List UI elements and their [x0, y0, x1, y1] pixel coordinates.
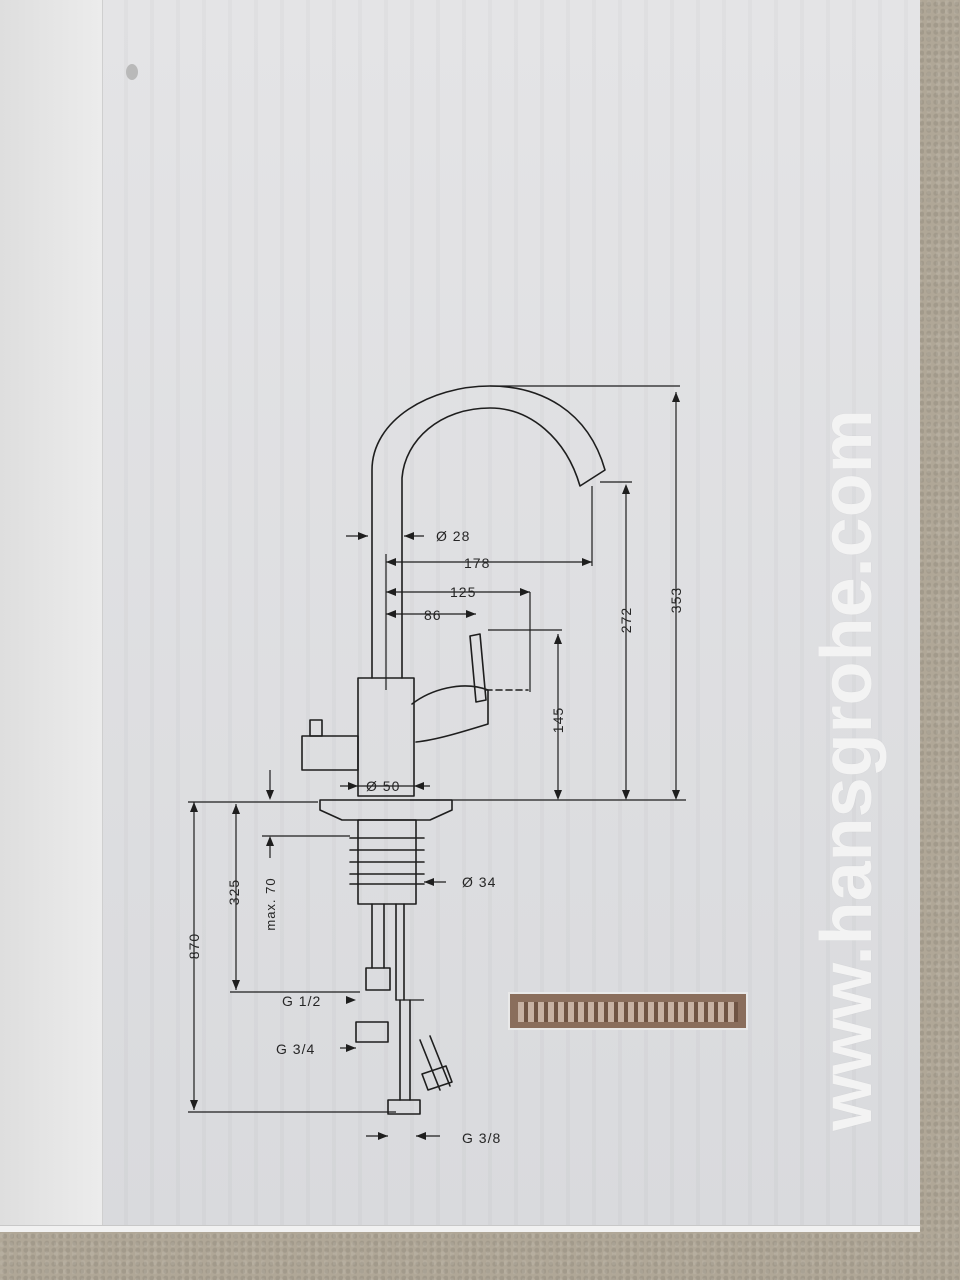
- dim-353: 353: [668, 586, 684, 614]
- spout-outline: [371, 385, 606, 679]
- hose-down: [399, 999, 411, 1101]
- hose-lines: [371, 903, 405, 1001]
- popup-knob-body: [301, 735, 359, 771]
- dim-base-diameter: Ø 50: [366, 778, 401, 794]
- dim-125: 125: [450, 584, 477, 600]
- dim-870: 870: [186, 932, 202, 960]
- dim-272: 272: [618, 606, 634, 634]
- dim-g34: G 3/4: [276, 1041, 316, 1057]
- box-window-contents: [518, 1002, 738, 1022]
- hose-fitting-right: [421, 1065, 453, 1091]
- box-bottom-edge: [0, 1225, 920, 1232]
- handle-base: [411, 685, 489, 743]
- lever: [469, 633, 487, 703]
- hose-fitting-g38: [387, 1099, 421, 1115]
- dim-reach-178: 178: [464, 555, 491, 571]
- hose-fitting-g34: [355, 1021, 389, 1043]
- dim-145: 145: [550, 706, 566, 734]
- popup-knob-pin: [309, 719, 323, 737]
- dim-max-70: max. 70: [263, 877, 278, 931]
- dim-g12: G 1/2: [282, 993, 322, 1009]
- product-box: [0, 0, 920, 1232]
- base-plate: [319, 799, 453, 821]
- box-window: [508, 992, 748, 1030]
- hose-side: [419, 1035, 451, 1091]
- dim-325: 325: [226, 878, 242, 906]
- threaded-shank: [357, 819, 417, 905]
- brand-url: www.hansgrohe.com: [807, 409, 887, 1130]
- dim-shank-diameter: Ø 34: [462, 874, 497, 890]
- dim-86: 86: [424, 607, 442, 623]
- brand-url-text: www.hansgrohe.com: [807, 409, 887, 1131]
- dim-spout-diameter: Ø 28: [436, 528, 471, 544]
- shank-threads: [349, 837, 425, 885]
- box-side-panel: [0, 0, 103, 1228]
- box-hole: [126, 64, 138, 80]
- dim-g38: G 3/8: [462, 1130, 502, 1146]
- hose-fitting-left: [365, 967, 391, 991]
